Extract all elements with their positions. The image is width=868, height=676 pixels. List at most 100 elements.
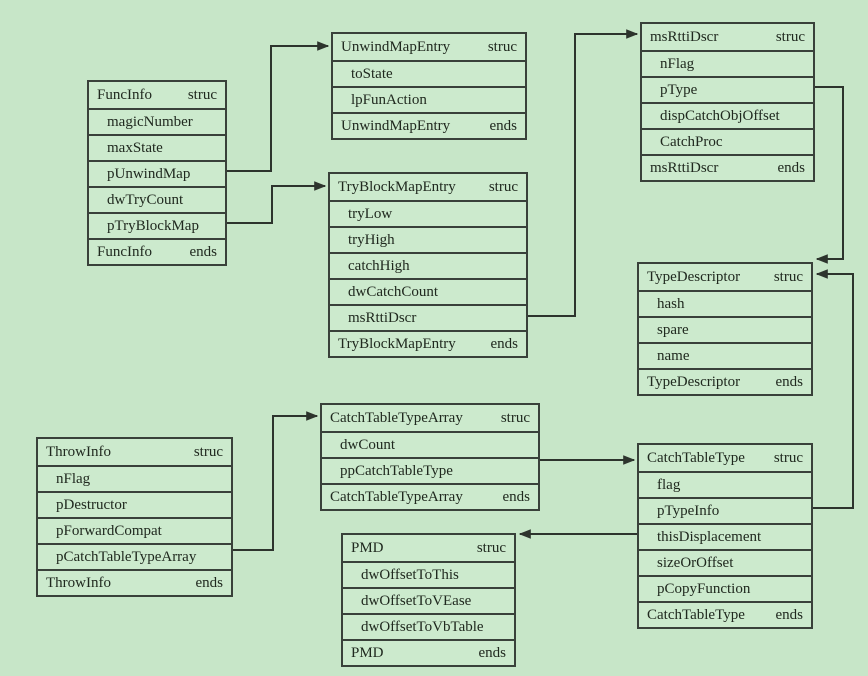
field-label: magicNumber <box>107 113 193 130</box>
struct-title: ThrowInfo <box>46 574 111 591</box>
struct-keyword-open: struc <box>488 178 518 195</box>
field-label: dispCatchObjOffset <box>660 107 780 124</box>
struct-keyword-close: ends <box>502 488 531 505</box>
struct-field: dwOffsetToVEase <box>343 587 514 613</box>
connector-pType-to-TypeDescriptor <box>815 86 844 264</box>
struct-pmd: PMD struc dwOffsetToThis dwOffsetToVEase dwO… <box>341 533 516 667</box>
struct-header: FuncInfo struc <box>89 82 225 108</box>
struct-title: CatchTableType <box>647 606 745 623</box>
struct-keyword-close: ends <box>777 159 806 176</box>
struct-field: nFlag <box>38 465 231 491</box>
struct-keyword-close: ends <box>478 644 507 661</box>
struct-field: flag <box>639 471 811 497</box>
field-label: name <box>657 347 690 364</box>
field-label: tryLow <box>348 205 393 222</box>
struct-field: pType <box>642 76 813 102</box>
struct-header: PMD struc <box>343 535 514 561</box>
struct-field: pCatchTableTypeArray <box>38 543 231 569</box>
field-label: pCopyFunction <box>657 580 751 597</box>
struct-field: thisDisplacement <box>639 523 811 549</box>
struct-field: lpFunAction <box>333 86 525 112</box>
field-label: nFlag <box>660 55 695 72</box>
struct-keyword-open: struc <box>476 539 506 556</box>
struct-field: pDestructor <box>38 491 231 517</box>
struct-title: ThrowInfo <box>46 443 111 460</box>
struct-keyword-open: struc <box>500 409 530 426</box>
struct-field: msRttiDscr <box>330 304 526 330</box>
field-label: sizeOrOffset <box>657 554 734 571</box>
struct-field: maxState <box>89 134 225 160</box>
struct-keyword-open: struc <box>187 86 217 103</box>
struct-footer: CatchTableType ends <box>639 601 811 627</box>
struct-field: sizeOrOffset <box>639 549 811 575</box>
struct-throwinfo: ThrowInfo struc nFlag pDestructor pForwardCo… <box>36 437 233 597</box>
struct-field: CatchProc <box>642 128 813 154</box>
field-label: dwTryCount <box>107 191 184 208</box>
struct-title: TypeDescriptor <box>647 268 741 285</box>
struct-title: FuncInfo <box>97 86 152 103</box>
field-label: lpFunAction <box>351 91 427 108</box>
connector-pUnwindMap-to-UnwindMapEntry <box>227 41 330 172</box>
struct-header: msRttiDscr struc <box>642 24 813 50</box>
struct-field: pForwardCompat <box>38 517 231 543</box>
struct-header: ThrowInfo struc <box>38 439 231 465</box>
struct-title: CatchTableType <box>647 449 745 466</box>
struct-header: TypeDescriptor struc <box>639 264 811 290</box>
struct-keyword-close: ends <box>489 117 518 134</box>
field-label: pCatchTableTypeArray <box>56 548 197 565</box>
struct-field: catchHigh <box>330 252 526 278</box>
struct-title: TypeDescriptor <box>647 373 741 390</box>
struct-field: dwCount <box>322 431 538 457</box>
field-label: toState <box>351 65 393 82</box>
field-label: ppCatchTableType <box>340 462 453 479</box>
struct-msrttidscr: msRttiDscr struc nFlag pType dispCatchObjOff… <box>640 22 815 182</box>
struct-title: CatchTableTypeArray <box>330 409 463 426</box>
field-label: thisDisplacement <box>657 528 762 545</box>
struct-title: PMD <box>351 539 384 556</box>
field-label: spare <box>657 321 689 338</box>
field-label: dwOffsetToVbTable <box>361 618 484 635</box>
field-label: maxState <box>107 139 163 156</box>
struct-title: msRttiDscr <box>650 28 719 45</box>
struct-keyword-close: ends <box>195 574 224 591</box>
struct-field: toState <box>333 60 525 86</box>
struct-footer: ThrowInfo ends <box>38 569 231 595</box>
field-label: dwOffsetToThis <box>361 566 459 583</box>
struct-keyword-open: struc <box>773 268 803 285</box>
field-label: pTryBlockMap <box>107 217 199 234</box>
struct-field: dispCatchObjOffset <box>642 102 813 128</box>
struct-keyword-open: struc <box>193 443 223 460</box>
field-label: pUnwindMap <box>107 165 191 182</box>
field-label: CatchProc <box>660 133 723 150</box>
field-label: pDestructor <box>56 496 127 513</box>
struct-keyword-close: ends <box>775 606 804 623</box>
struct-field: nFlag <box>642 50 813 76</box>
connector-msRttiDscr-field-to-msRttiDscr <box>528 29 639 317</box>
field-label: dwCatchCount <box>348 283 438 300</box>
connector-pTryBlockMap-to-TryBlockMapEntry <box>227 181 327 224</box>
struct-title: UnwindMapEntry <box>341 117 451 134</box>
struct-keyword-open: struc <box>487 38 517 55</box>
field-label: nFlag <box>56 470 91 487</box>
struct-field: spare <box>639 316 811 342</box>
struct-field: pTypeInfo <box>639 497 811 523</box>
struct-title: PMD <box>351 644 384 661</box>
struct-footer: PMD ends <box>343 639 514 665</box>
connector-pTypeInfo-to-TypeDescriptor <box>813 269 854 509</box>
field-label: flag <box>657 476 681 493</box>
struct-keyword-open: struc <box>775 28 805 45</box>
struct-field: pUnwindMap <box>89 160 225 186</box>
field-label: msRttiDscr <box>348 309 417 326</box>
struct-footer: UnwindMapEntry ends <box>333 112 525 138</box>
struct-keyword-close: ends <box>775 373 804 390</box>
struct-field: ppCatchTableType <box>322 457 538 483</box>
field-label: pTypeInfo <box>657 502 720 519</box>
struct-field: dwTryCount <box>89 186 225 212</box>
